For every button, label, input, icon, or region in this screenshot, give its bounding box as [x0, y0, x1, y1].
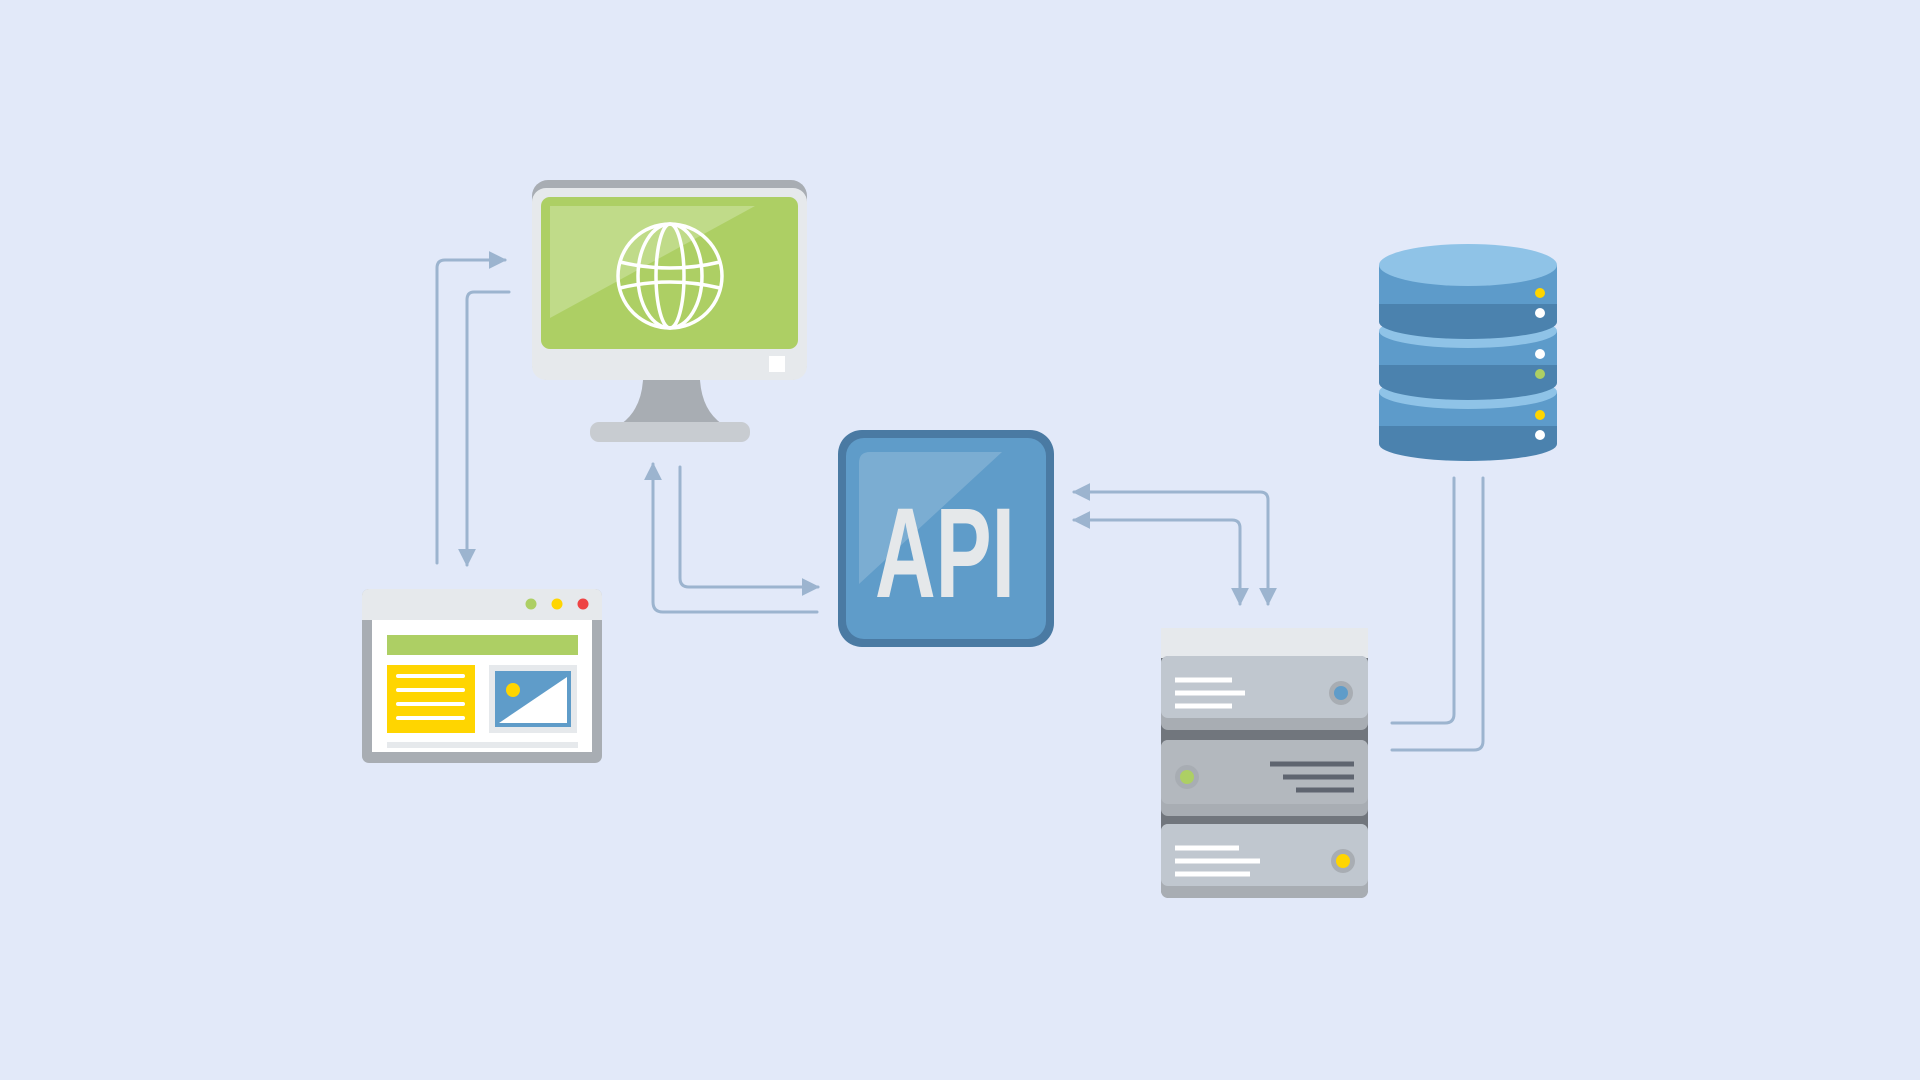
line-server-to-database-a	[1390, 476, 1456, 725]
db-light-white-2	[1535, 349, 1545, 359]
window-dot-red	[577, 598, 589, 610]
line-server-to-database-b	[1390, 476, 1485, 752]
connectors	[435, 251, 1485, 752]
database-icon	[1379, 244, 1557, 461]
db-light-white-3	[1535, 430, 1545, 440]
arrow-server-to-api-upper	[1072, 483, 1270, 604]
browser-header-bar	[387, 635, 578, 655]
globe-icon	[616, 222, 724, 330]
browser-window-icon	[362, 589, 602, 763]
window-dot-yellow	[551, 598, 563, 610]
db-light-green-1	[1535, 369, 1545, 379]
globe-monitor-icon	[532, 180, 807, 442]
window-dot-green	[525, 598, 537, 610]
arrow-api-to-monitor	[644, 462, 819, 614]
server-rack-icon	[1161, 628, 1368, 898]
server-light-green	[1180, 770, 1194, 784]
db-light-yellow-2	[1535, 410, 1545, 420]
api-label: API	[875, 482, 1015, 625]
db-light-white-1	[1535, 308, 1545, 318]
server-light-yellow	[1336, 854, 1350, 868]
db-light-yellow-1	[1535, 288, 1545, 298]
arrow-monitor-to-api	[678, 465, 820, 596]
arrow-browser-to-monitor	[435, 251, 507, 565]
server-light-blue	[1334, 686, 1348, 700]
arrow-server-to-api-lower	[1072, 511, 1242, 604]
arrow-monitor-to-browser	[458, 290, 511, 567]
api-badge-icon: API	[838, 430, 1054, 647]
monitor-power-button	[769, 356, 785, 372]
